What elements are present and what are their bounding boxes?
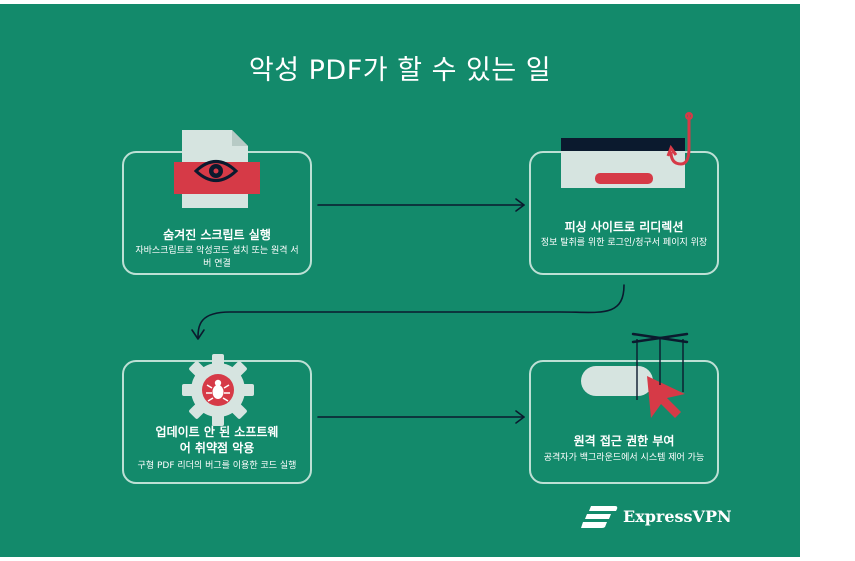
- step-description: 자바스크립트로 악성코드 설치 또는 원격 서버 연결: [135, 246, 299, 269]
- puppet-cursor-icon: [581, 332, 689, 418]
- expressvpn-logo-icon: [581, 506, 618, 528]
- step-description: 구형 PDF 리더의 버그를 이용한 코드 실행: [137, 461, 297, 471]
- brand-name: ExpressVPN: [623, 507, 732, 526]
- infographic-panel: [0, 4, 800, 557]
- page-title: 악성 PDF가 할 수 있는 일: [248, 55, 552, 86]
- step-title: 숨겨진 스크립트 실행: [163, 228, 271, 242]
- step-title: 원격 접근 권한 부여: [573, 434, 675, 448]
- arrow-step2-to-step3: [197, 284, 625, 339]
- step-card-remote-access: 원격 접근 권한 부여 공격자가 백그라운드에서 시스템 제어 가능: [529, 360, 719, 484]
- step-title: 피싱 사이트로 리디렉션: [564, 220, 684, 234]
- step-description: 공격자가 백그라운드에서 시스템 제어 가능: [543, 453, 705, 463]
- bug-gear-icon: [182, 354, 254, 426]
- eye-document-icon: [174, 130, 260, 208]
- expressvpn-logo: ExpressVPN: [581, 502, 741, 532]
- step-title: 업데이트 안 된 소프트웨어 취약점 악용: [155, 425, 279, 455]
- fishhook-window-icon: [561, 112, 693, 188]
- step-description: 정보 탈취를 위한 로그인/청구서 페이지 위장: [540, 238, 708, 248]
